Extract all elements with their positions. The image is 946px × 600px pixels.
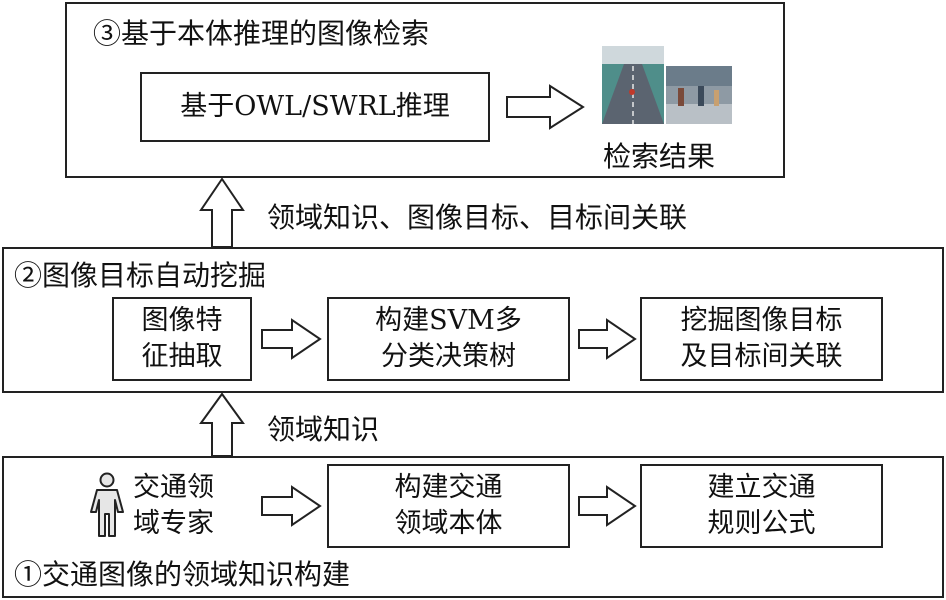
feature-extraction-box: 图像特 征抽取 <box>112 297 252 381</box>
owl-swrl-reasoning-label: 基于OWL/SWRL推理 <box>180 91 450 122</box>
right-arrow-icon <box>578 485 637 527</box>
domain-expert-line-1: 交通领 <box>133 472 214 503</box>
traffic-ontology-line-2: 领域本体 <box>394 508 503 539</box>
traffic-rules-box: 建立交通 规则公式 <box>640 464 883 548</box>
object-mining-line-2: 及目标间关联 <box>680 341 843 372</box>
upper-flow-label: 领域知识、图像目标、目标间关联 <box>267 201 688 234</box>
right-arrow-icon <box>261 485 322 527</box>
feature-extraction-line-1: 图像特 <box>141 305 223 336</box>
panel-1-title: ①交通图像的领域知识构建 <box>14 558 351 591</box>
object-mining-box: 挖掘图像目标 及目标间关联 <box>640 297 883 381</box>
retrieval-result-label: 检索结果 <box>603 140 716 173</box>
feature-extraction-line-2: 征抽取 <box>141 341 223 372</box>
traffic-ontology-box: 构建交通 领域本体 <box>327 464 570 548</box>
domain-expert-label: 交通领 域专家 <box>133 470 214 542</box>
lower-flow-label: 领域知识 <box>267 413 380 446</box>
svm-decision-tree-box: 构建SVM多 分类决策树 <box>327 297 570 381</box>
panel-2-title: ②图像目标自动挖掘 <box>14 259 267 292</box>
owl-swrl-reasoning-box: 基于OWL/SWRL推理 <box>140 72 490 142</box>
object-mining-line-1: 挖掘图像目标 <box>680 305 843 336</box>
right-arrow-icon <box>261 318 322 360</box>
domain-expert-line-2: 域专家 <box>133 508 214 539</box>
street-image <box>666 66 732 124</box>
up-arrow-icon <box>199 392 245 457</box>
traffic-rules-line-1: 建立交通 <box>707 472 816 503</box>
road-image <box>602 46 664 124</box>
right-arrow-icon <box>506 84 585 130</box>
svm-decision-tree-line-1: 构建SVM多 <box>375 305 522 336</box>
traffic-rules-line-2: 规则公式 <box>707 508 816 539</box>
up-arrow-icon <box>199 177 245 248</box>
right-arrow-icon <box>578 318 637 360</box>
svm-decision-tree-line-2: 分类决策树 <box>381 341 516 372</box>
person-icon <box>90 472 124 537</box>
panel-3-title: ③基于本体推理的图像检索 <box>93 17 430 50</box>
traffic-ontology-line-1: 构建交通 <box>394 472 503 503</box>
result-image-thumbnails <box>602 46 732 124</box>
